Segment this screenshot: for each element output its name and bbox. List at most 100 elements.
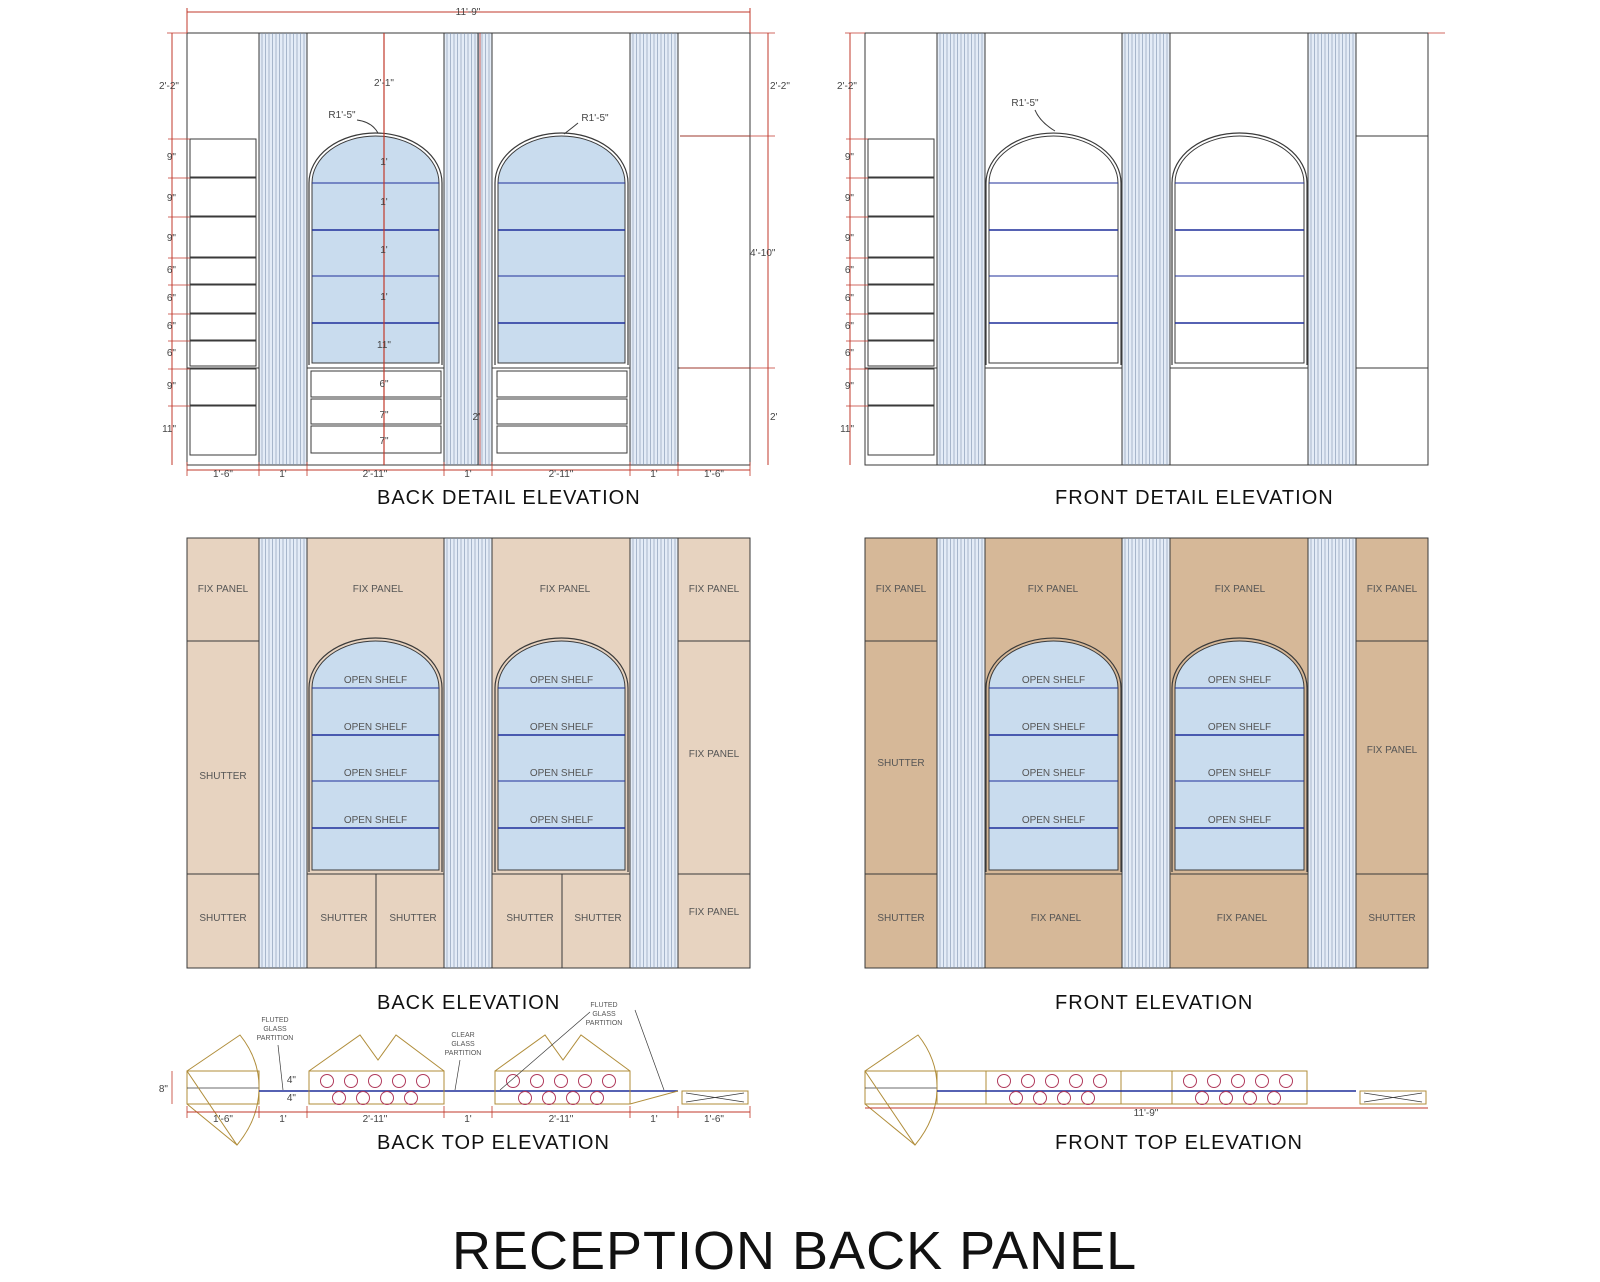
dimension-text-211: 6" — [845, 293, 855, 304]
fix-panel-label-297: FIX PANEL — [540, 584, 591, 595]
dimension-text-428: 1' — [279, 1114, 287, 1125]
front-top-elevation-title: FRONT TOP ELEVATION — [1055, 1132, 1303, 1154]
fluted-callout-text-444: PARTITION — [586, 1020, 623, 1027]
dimension-text-104: 2' — [770, 412, 778, 423]
fix-panel-label-300: FIX PANEL — [689, 749, 740, 760]
arch-outline-61 — [494, 132, 629, 365]
left-drawer-183 — [867, 177, 935, 217]
radius-leader-119 — [563, 122, 579, 135]
door-swing-449 — [864, 1034, 938, 1146]
fix-panel-label-295: FIX PANEL — [198, 584, 249, 595]
shutter-label-301: SHUTTER — [199, 913, 246, 924]
fluted-callout-text-436: PARTITION — [257, 1035, 294, 1042]
dimension-text-416: 4" — [287, 1075, 297, 1086]
plan-circle-464 — [1009, 1091, 1023, 1105]
arch-glass-niche-56 — [311, 135, 440, 364]
dimension-text-206: 2'-2" — [837, 81, 857, 92]
open-shelf-label-366: OPEN SHELF — [1208, 675, 1271, 686]
dimension-text-135: 1' — [650, 469, 658, 480]
open-shelf-label-356: OPEN SHELF — [1022, 675, 1085, 686]
fix-panel-label-296: FIX PANEL — [353, 584, 404, 595]
dimension-text-226: R1'-5" — [1011, 98, 1039, 109]
open-shelf-label-358: OPEN SHELF — [1022, 722, 1085, 733]
arch-outline-55 — [308, 132, 443, 365]
plan-circle-475 — [1243, 1091, 1257, 1105]
dimension-text-130: 1'-6" — [213, 469, 233, 480]
arch-outline-353 — [985, 637, 1122, 872]
dimension-text-417: 4" — [287, 1093, 297, 1104]
left-drawer-47 — [189, 177, 257, 217]
dimension-text-80: 9" — [167, 152, 177, 163]
shutter-label-303: SHUTTER — [389, 913, 436, 924]
plan-circle-460 — [1021, 1074, 1035, 1088]
base-drawer-71 — [310, 425, 442, 454]
plan-bay-box-454 — [1171, 1070, 1308, 1105]
arch-glass-niche-192 — [988, 135, 1119, 364]
plan-circle-404 — [404, 1091, 418, 1105]
open-shelf-label-370: OPEN SHELF — [1208, 768, 1271, 779]
back-top-elevation-title: BACK TOP ELEVATION — [377, 1132, 610, 1154]
plan-circle-466 — [1057, 1091, 1071, 1105]
dimension-text-110: 1' — [380, 292, 388, 303]
shutter-label-377: SHUTTER — [877, 758, 924, 769]
dimension-text-85: 6" — [167, 321, 177, 332]
dimension-text-106: 2'-1" — [374, 78, 394, 89]
plan-circle-397 — [344, 1074, 358, 1088]
plan-circle-463 — [1093, 1074, 1107, 1088]
fluted-callout-text-435: GLASS — [263, 1026, 287, 1033]
dimension-text-132: 2'-11" — [363, 469, 388, 480]
dimension-text-430: 1' — [464, 1114, 472, 1125]
plan-cabinet-box-393 — [681, 1090, 749, 1105]
dimension-text-103: 4'-10" — [750, 248, 776, 259]
plan-circle-411 — [542, 1091, 556, 1105]
drawing-main-title: RECEPTION BACK PANEL — [452, 1221, 1138, 1281]
bay-plan-outline-388 — [308, 1034, 445, 1072]
front-detail-elevation-title: FRONT DETAIL ELEVATION — [1055, 487, 1334, 509]
open-shelf-label-368: OPEN SHELF — [1208, 722, 1271, 733]
dimension-text-108: 1' — [380, 197, 388, 208]
dimension-text-84: 6" — [167, 293, 177, 304]
back-detail-elevation-title: BACK DETAIL ELEVATION — [377, 487, 641, 509]
dimension-text-215: 11" — [840, 424, 854, 435]
arch-outline-275 — [308, 637, 443, 872]
fluted-callout-text-434: FLUTED — [261, 1017, 288, 1024]
dimension-text-134: 2'-11" — [549, 469, 574, 480]
bay-plan-outline-389 — [494, 1034, 631, 1072]
dimension-text-112: 6" — [379, 379, 389, 390]
open-shelf-label-294: OPEN SHELF — [530, 815, 593, 826]
dimension-text-109: 1' — [380, 245, 388, 256]
fix-panel-label-298: FIX PANEL — [689, 584, 740, 595]
fix-panel-label-375: FIX PANEL — [1215, 584, 1266, 595]
dimension-text-83: 6" — [167, 265, 177, 276]
radius-leader-225 — [1034, 109, 1056, 132]
plan-circle-412 — [566, 1091, 580, 1105]
arch-glass-niche-198 — [1174, 135, 1305, 364]
left-drawer-182 — [867, 138, 935, 178]
left-drawer-190 — [867, 405, 935, 456]
plan-circle-402 — [356, 1091, 370, 1105]
dimension-text-210: 6" — [845, 265, 855, 276]
shutter-label-382: SHUTTER — [1368, 913, 1415, 924]
clear-callout-text-440: PARTITION — [445, 1050, 482, 1057]
plan-circle-476 — [1267, 1091, 1281, 1105]
plan-circle-396 — [320, 1074, 334, 1088]
door-line-450 — [864, 1103, 916, 1146]
left-drawer-53 — [189, 368, 257, 406]
left-drawer-52 — [189, 340, 257, 367]
fix-panel-label-306: FIX PANEL — [689, 907, 740, 918]
dimension-text-478: 11'-9" — [1134, 1108, 1159, 1119]
plan-circle-400 — [416, 1074, 430, 1088]
dimension-text-107: 1' — [380, 157, 388, 168]
clear-callout-text-439: GLASS — [451, 1041, 475, 1048]
arch-outline-197 — [1171, 132, 1308, 365]
callout-leader-437 — [277, 1044, 284, 1091]
fix-panel-label-381: FIX PANEL — [1217, 913, 1268, 924]
dimension-text-133: 1' — [464, 469, 472, 480]
plan-circle-459 — [997, 1074, 1011, 1088]
dimension-text-429: 2'-11" — [363, 1114, 388, 1125]
shutter-label-299: SHUTTER — [199, 771, 246, 782]
plan-circle-471 — [1255, 1074, 1269, 1088]
left-drawer-189 — [867, 368, 935, 406]
front-elevation-title: FRONT ELEVATION — [1055, 992, 1254, 1014]
left-drawer-188 — [867, 340, 935, 367]
